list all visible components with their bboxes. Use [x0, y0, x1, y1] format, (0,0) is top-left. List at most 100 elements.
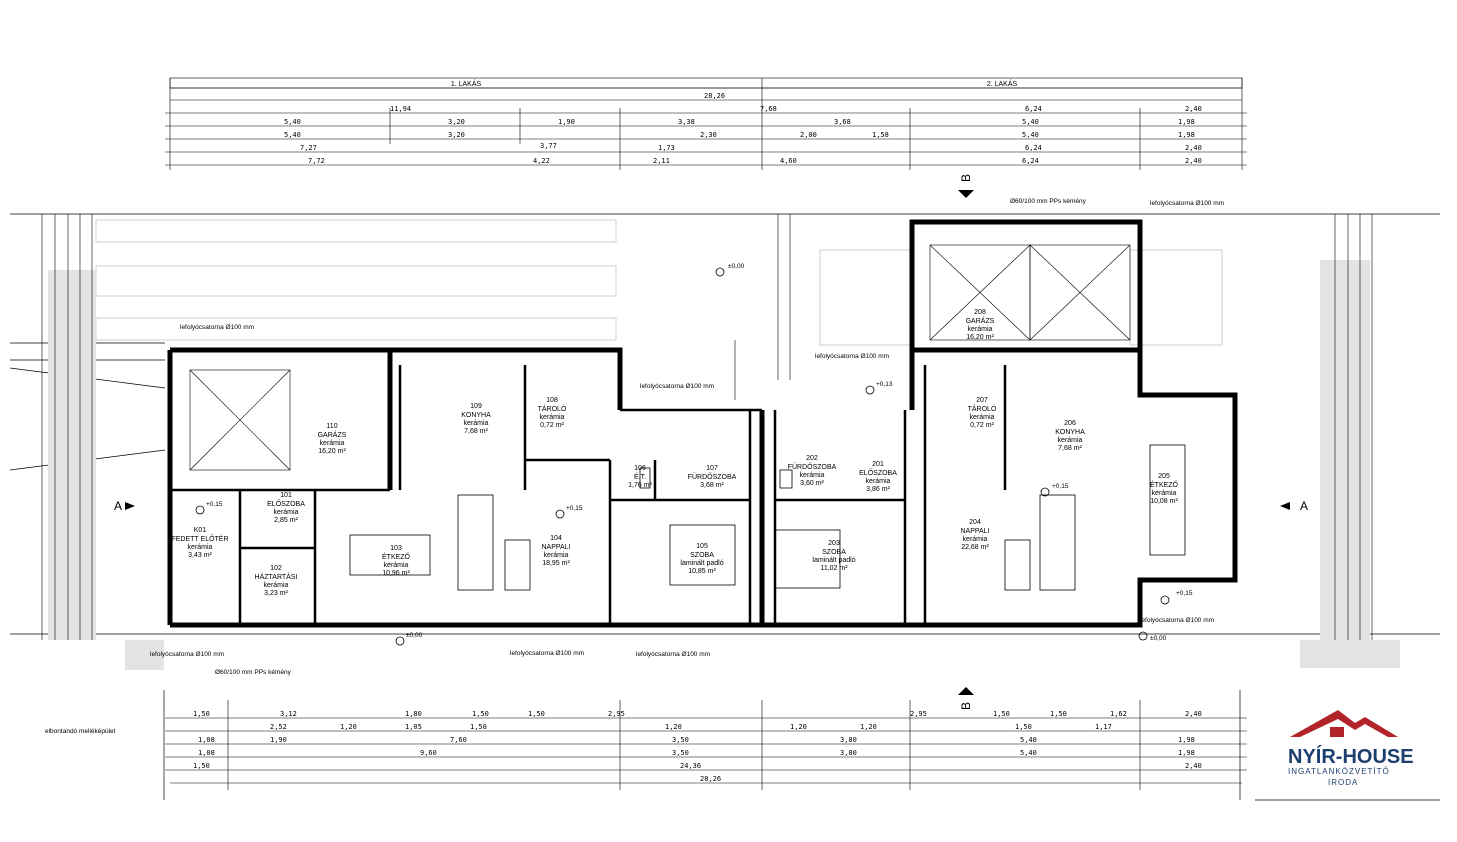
- svg-text:7,27: 7,27: [300, 144, 317, 152]
- svg-text:3,68 m²: 3,68 m²: [700, 482, 724, 489]
- svg-text:1,98: 1,98: [1178, 118, 1195, 126]
- svg-text:2,00: 2,00: [800, 131, 817, 139]
- bottom-dimension-text: 1,50 3,12 1,80 1,50 1,50 2,95 2,95 1,50 …: [193, 710, 1202, 783]
- svg-text:101: 101: [280, 492, 292, 499]
- svg-text:206: 206: [1064, 420, 1076, 427]
- svg-text:201: 201: [872, 461, 884, 468]
- svg-text:2,11: 2,11: [653, 157, 670, 165]
- room-K01: K01 FEDETT ELŐTÉR kerámia 3,43 m²: [171, 527, 228, 559]
- svg-text:7,68: 7,68: [760, 105, 777, 113]
- svg-text:laminált padló: laminált padló: [812, 557, 855, 564]
- svg-text:5,40: 5,40: [1022, 131, 1039, 139]
- level-mark-1: ±0,00: [728, 263, 745, 270]
- svg-text:1,50: 1,50: [1050, 710, 1067, 718]
- site-lines: [9, 213, 1440, 801]
- level-mark-6: +0,15: [1052, 483, 1069, 490]
- svg-text:1,50: 1,50: [193, 710, 210, 718]
- svg-text:3,43 m²: 3,43 m²: [188, 552, 212, 559]
- svg-text:18,95 m²: 18,95 m²: [542, 560, 570, 567]
- svg-text:1,62: 1,62: [1110, 710, 1127, 718]
- svg-text:109: 109: [470, 403, 482, 410]
- logo-brand: NYÍR-HOUSE: [1288, 745, 1414, 768]
- svg-text:kerámia: kerámia: [800, 472, 825, 479]
- svg-text:3,80: 3,80: [840, 736, 857, 744]
- svg-text:1,98: 1,98: [1178, 749, 1195, 757]
- level-markers: [195, 267, 1170, 646]
- svg-text:1,50: 1,50: [993, 710, 1010, 718]
- svg-text:2,95: 2,95: [608, 710, 625, 718]
- total-bottom: 28,26: [700, 775, 721, 783]
- logo-roof-icon: [1290, 710, 1398, 737]
- walls: [167, 219, 1238, 628]
- svg-text:kerámia: kerámia: [866, 478, 891, 485]
- svg-text:9,60: 9,60: [420, 749, 437, 757]
- level-mark-2: ±0,00: [406, 632, 423, 639]
- svg-text:3,20: 3,20: [448, 131, 465, 139]
- svg-text:GARÁZS: GARÁZS: [966, 316, 995, 325]
- svg-text:kerámia: kerámia: [1058, 437, 1083, 444]
- gutter-note-1: lefolyócsatorna Ø100 mm: [180, 324, 254, 331]
- svg-text:kerámia: kerámia: [464, 420, 489, 427]
- svg-text:16,20 m²: 16,20 m²: [966, 334, 994, 341]
- svg-text:1,98: 1,98: [1178, 131, 1195, 139]
- svg-text:FÜRDŐSZOBA: FÜRDŐSZOBA: [788, 462, 837, 471]
- section-mark-a-left: A: [114, 499, 122, 513]
- svg-text:102: 102: [270, 565, 282, 572]
- svg-text:KONYHA: KONYHA: [461, 412, 491, 419]
- svg-text:24,36: 24,36: [680, 762, 701, 770]
- svg-text:2,40: 2,40: [1185, 762, 1202, 770]
- svg-text:ELŐSZOBA: ELŐSZOBA: [859, 468, 897, 477]
- svg-text:É.T.: É.T.: [634, 472, 646, 481]
- svg-text:1,08: 1,08: [198, 749, 215, 757]
- svg-text:ÉTKEZŐ: ÉTKEZŐ: [382, 552, 411, 561]
- svg-text:1,17: 1,17: [1095, 723, 1112, 731]
- svg-text:1,20: 1,20: [790, 723, 807, 731]
- svg-text:2,30: 2,30: [700, 131, 717, 139]
- gutter-note-6: lefolyócsatorna Ø100 mm: [815, 353, 889, 360]
- unit-label-2: 2. LAKÁS: [987, 79, 1018, 88]
- svg-text:1,90: 1,90: [558, 118, 575, 126]
- svg-text:2,95: 2,95: [910, 710, 927, 718]
- svg-text:5,40: 5,40: [1020, 736, 1037, 744]
- logo-sub-1: INGATLANKÖZVETÍTŐ: [1288, 767, 1390, 776]
- svg-text:105: 105: [696, 543, 708, 550]
- room-109: 109 KONYHA kerámia 7,68 m²: [461, 403, 491, 435]
- unit-header-box: [169, 77, 1243, 89]
- room-101: 101 ELŐSZOBA kerámia 2,85 m²: [267, 492, 305, 524]
- svg-text:1,73: 1,73: [658, 144, 675, 152]
- svg-text:11,94: 11,94: [390, 105, 411, 113]
- svg-text:204: 204: [969, 519, 981, 526]
- svg-text:4,60: 4,60: [780, 157, 797, 165]
- svg-text:202: 202: [806, 455, 818, 462]
- svg-text:2,40: 2,40: [1185, 105, 1202, 113]
- room-105: 105 SZOBA laminált padló 10,85 m²: [680, 543, 723, 575]
- svg-text:kerámia: kerámia: [963, 536, 988, 543]
- svg-text:kerámia: kerámia: [384, 562, 409, 569]
- svg-text:SZOBA: SZOBA: [690, 552, 714, 559]
- company-logo: NYÍR-HOUSE INGATLANKÖZVETÍTŐ IRODA: [1288, 710, 1414, 787]
- room-207: 207 TÁROLÓ kerámia 0,72 m²: [968, 397, 997, 429]
- svg-text:107: 107: [706, 465, 718, 472]
- gutter-note-4: lefolyócsatorna Ø100 mm: [636, 651, 710, 658]
- svg-text:3,80: 3,80: [840, 749, 857, 757]
- svg-text:7,72: 7,72: [308, 157, 325, 165]
- side-dimension-lines: [41, 214, 1373, 640]
- svg-text:3,68: 3,68: [834, 118, 851, 126]
- svg-text:K01: K01: [194, 527, 207, 534]
- svg-text:0,72 m²: 0,72 m²: [540, 422, 564, 429]
- room-205: 205 ÉTKEZŐ kerámia 10,08 m²: [1150, 473, 1179, 505]
- svg-text:3,77: 3,77: [540, 142, 557, 150]
- svg-text:laminált padló: laminált padló: [680, 560, 723, 567]
- svg-text:3,50: 3,50: [672, 749, 689, 757]
- room-110: 110 GARÁZS kerámia 16,20 m²: [318, 423, 347, 455]
- svg-text:1,50: 1,50: [470, 723, 487, 731]
- svg-text:1,90: 1,90: [270, 736, 287, 744]
- room-106: 106 É.T. 1,76 m²: [628, 465, 652, 489]
- svg-text:1,50: 1,50: [1015, 723, 1032, 731]
- furniture: [349, 444, 1186, 591]
- svg-text:NAPPALI: NAPPALI: [960, 528, 989, 535]
- svg-text:ÉTKEZŐ: ÉTKEZŐ: [1150, 480, 1179, 489]
- chimney-note-1: Ø60/100 mm PPs kémény: [1010, 198, 1087, 205]
- svg-text:1,50: 1,50: [472, 710, 489, 718]
